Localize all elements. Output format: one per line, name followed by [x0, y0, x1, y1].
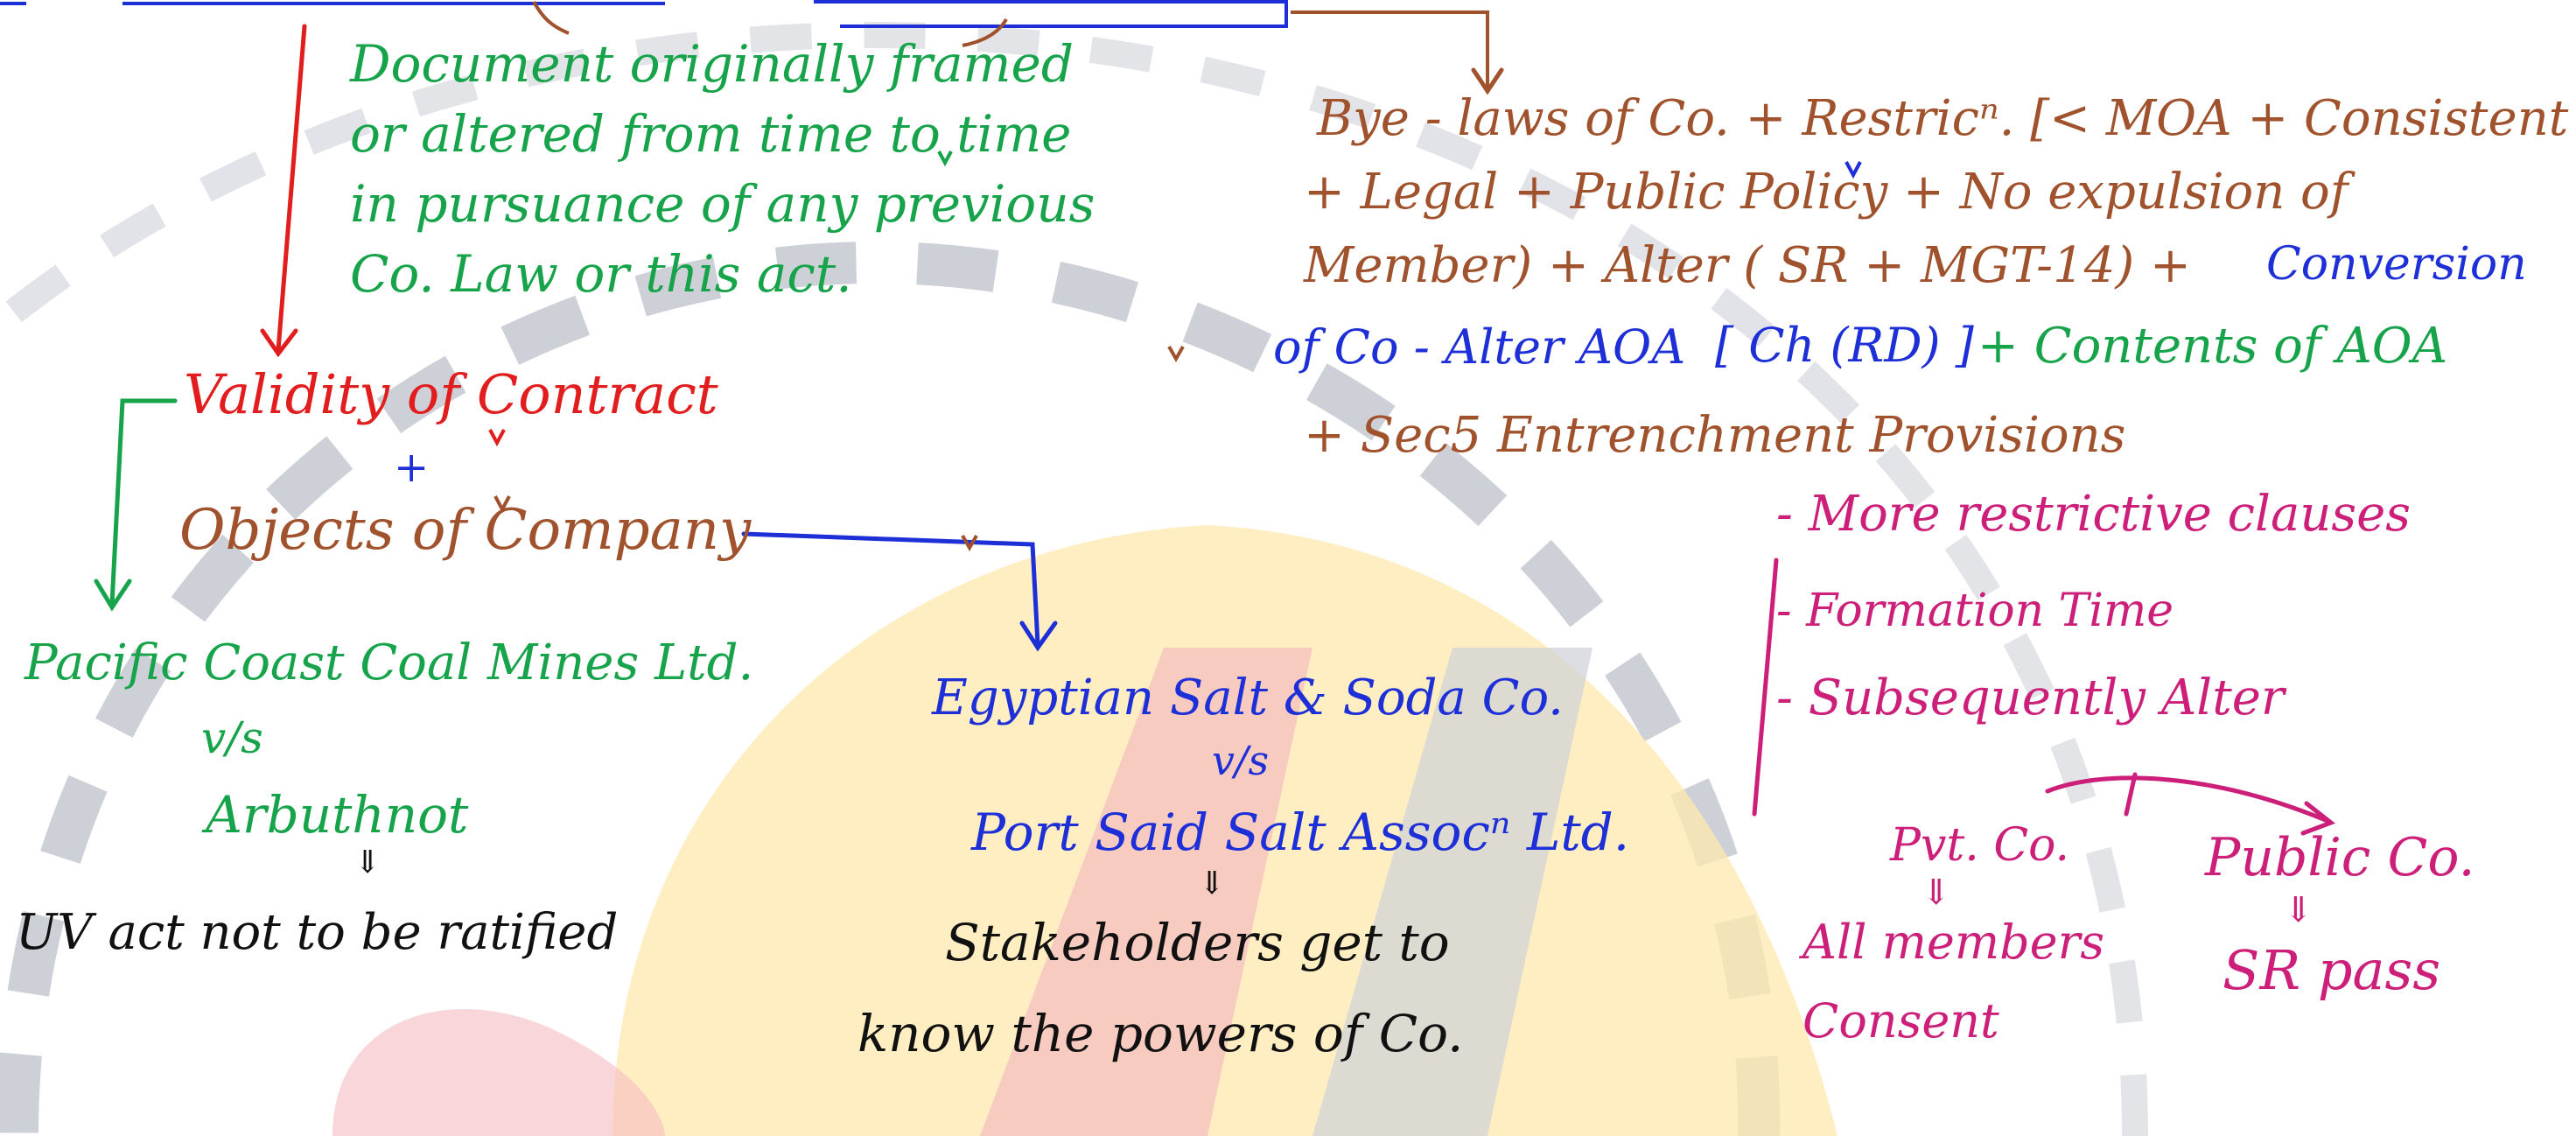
- pvt-down-arrow: ⇓: [1922, 873, 1951, 913]
- stakeholders-line-2: know the powers of Co.: [858, 1004, 1464, 1063]
- byelaws-line-4a: of Co - Alter AOA: [1273, 319, 1686, 375]
- definition-line-4: Co. Law or this act.: [350, 244, 852, 304]
- byelaws-line-4c: + Contents of AOA: [1978, 318, 2448, 375]
- uv-act-note: UV act not to be ratified: [16, 904, 619, 961]
- byelaws-line-3a: Member) + Alter ( SR + MGT-14) +: [1304, 237, 2191, 294]
- definition-line-3: in pursuance of any previous: [350, 174, 1096, 234]
- egyptian-case-vs: v/s: [1212, 737, 1270, 784]
- watermark-logo: [0, 21, 2148, 1136]
- egyptian-down-arrow: ⇓: [1199, 866, 1226, 901]
- pvt-consent-line-1: All members: [1802, 915, 2105, 970]
- egyptian-case-line-1: Egyptian Salt & Soda Co.: [932, 670, 1564, 726]
- byelaws-line-2: + Legal + Public Policy + No expulsion o…: [1304, 164, 2348, 221]
- pacific-case-line-1: Pacific Coast Coal Mines Ltd.: [24, 635, 754, 691]
- validity-of-contract: Validity of Contract: [184, 362, 718, 426]
- tick-marks: [488, 151, 1862, 552]
- byelaws-line-3b: Conversion: [2266, 238, 2527, 291]
- plus-sign: +: [394, 443, 430, 492]
- pvt-co: Pvt. Co.: [1890, 819, 2070, 872]
- entrench-item-formation: - Formation Time: [1776, 585, 2174, 637]
- connector-arrows: [94, 24, 2336, 836]
- entrench-item-restrictive: - More restrictive clauses: [1776, 486, 2412, 543]
- top-fragments: [0, 0, 1489, 88]
- entrench-item-alter: - Subsequently Alter: [1776, 670, 2285, 726]
- pacific-down-arrow: ⇓: [354, 845, 382, 880]
- definition-line-1: Document originally framed: [350, 34, 1074, 94]
- byelaws-line-5: + Sec5 Entrenchment Provisions: [1304, 407, 2126, 464]
- public-sr-pass: SR pass: [2222, 938, 2441, 1002]
- egyptian-case-line-2: Port Said Salt Assocⁿ Ltd.: [971, 803, 1630, 862]
- pacific-case-line-2: Arbuthnot: [206, 785, 469, 845]
- byelaws-line-4b: [ Ch (RD) ]: [1715, 318, 1974, 373]
- public-down-arrow: ⇓: [2284, 890, 2314, 930]
- stakeholders-line-1: Stakeholders get to: [945, 913, 1450, 972]
- pvt-consent-line-2: Consent: [1802, 993, 1999, 1048]
- pacific-case-vs: v/s: [201, 712, 263, 763]
- objects-of-company: Objects of Company: [179, 498, 752, 563]
- byelaws-line-1: Bye - laws of Co. + Restricⁿ. [< MOA + C…: [1317, 90, 2569, 147]
- definition-line-2: or altered from time to time: [350, 104, 1072, 164]
- public-co: Public Co.: [2205, 827, 2475, 888]
